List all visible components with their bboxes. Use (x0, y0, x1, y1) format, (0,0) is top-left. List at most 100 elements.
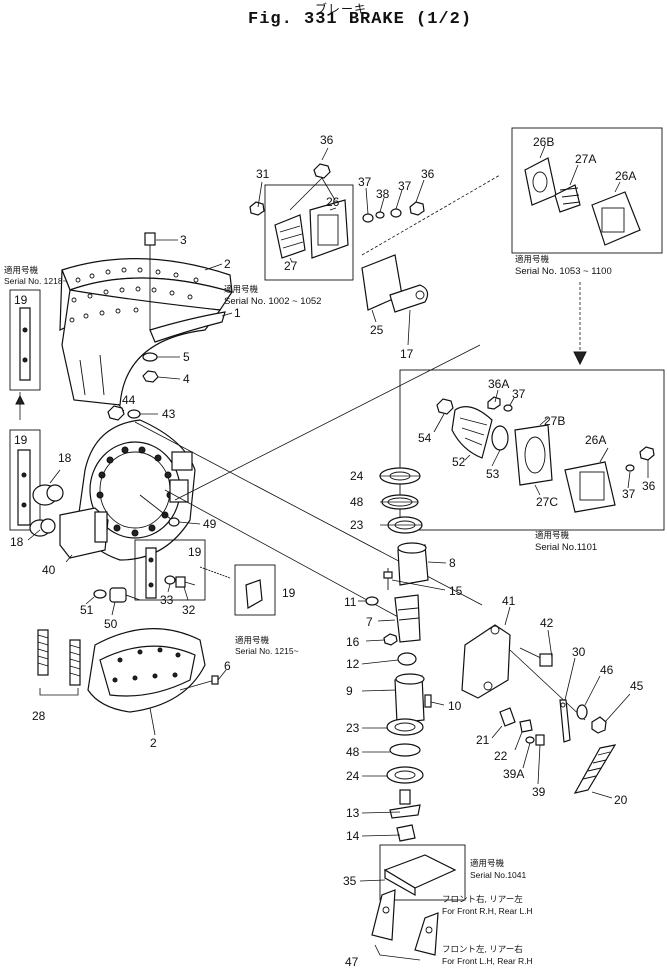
note-front-rh: For Front R.H, Rear L.H (442, 906, 533, 916)
roller-18-lower (29, 518, 56, 537)
linkage-25-17 (361, 254, 429, 313)
label-19-d: 19 (282, 586, 296, 600)
springs-28 (37, 629, 81, 696)
label-16: 16 (346, 635, 360, 649)
leader-lines (27, 145, 649, 882)
guide-line-3 (164, 489, 401, 619)
label-26A-b: 26A (585, 433, 606, 447)
label-48-b: 48 (346, 745, 360, 759)
label-26: 26 (326, 195, 340, 209)
pin-49 (139, 494, 180, 527)
label-37-a: 37 (358, 175, 372, 189)
label-7: 7 (366, 615, 373, 629)
guide-line-2 (174, 344, 481, 501)
bolt-32 (175, 576, 196, 588)
anchor-40 (59, 507, 109, 559)
note-front-rh-jp: フロント右, リアー左 (442, 894, 523, 904)
label-36-a: 36 (320, 133, 334, 147)
label-48-a: 48 (350, 495, 364, 509)
note-serial-1218-jp: 適用号機 (4, 265, 39, 275)
label-11: 11 (344, 595, 357, 609)
washer-43 (127, 409, 141, 419)
bolt-50 (109, 587, 141, 603)
label-6: 6 (224, 659, 231, 673)
brackets-47 (371, 889, 439, 961)
note-serial-1101-jp: 適用号機 (535, 530, 570, 540)
label-42: 42 (540, 616, 554, 630)
brake-shoe-lower (87, 628, 206, 713)
label-54: 54 (418, 431, 432, 445)
label-31: 31 (256, 167, 270, 181)
plate-19-upper (9, 289, 41, 420)
label-37-b: 37 (398, 179, 412, 193)
label-14: 14 (346, 829, 360, 843)
label-10: 10 (448, 699, 462, 713)
label-46: 46 (600, 663, 614, 677)
note-serial-1101: Serial No.1101 (535, 542, 597, 553)
brake-shoe-upper (59, 258, 233, 406)
adjuster-group-1101 (399, 369, 665, 531)
label-20: 20 (614, 793, 628, 807)
label-24-a: 24 (350, 469, 364, 483)
label-22: 22 (494, 749, 508, 763)
label-21: 21 (476, 733, 490, 747)
bracket-41 (461, 624, 511, 699)
label-28: 28 (32, 709, 46, 723)
washer-33 (164, 575, 176, 585)
dashed-leader-upper (361, 174, 501, 256)
nut-44 (107, 405, 125, 421)
long-bolt (199, 566, 231, 579)
label-2-upper: 2 (224, 257, 231, 271)
label-9: 9 (346, 684, 353, 698)
label-37-c: 37 (512, 387, 526, 401)
label-1: 1 (234, 306, 241, 320)
label-18-lower: 18 (10, 535, 24, 549)
note-serial-1215-jp: 適用号機 (235, 635, 270, 645)
note-serial-1041-jp: 適用号機 (470, 858, 505, 868)
label-49: 49 (203, 517, 217, 531)
label-19-b: 19 (14, 433, 28, 447)
washer-46 (576, 704, 588, 720)
label-19-a: 19 (14, 293, 28, 307)
label-39A: 39A (503, 767, 524, 781)
label-27A-a: 27A (575, 152, 596, 166)
label-23-b: 23 (346, 721, 360, 735)
label-15: 15 (449, 584, 463, 598)
label-12: 12 (346, 657, 360, 671)
label-37-d: 37 (622, 487, 636, 501)
note-serial-1215: Serial No. 1215~ (235, 646, 299, 656)
label-53: 53 (486, 467, 500, 481)
label-44: 44 (122, 393, 136, 407)
label-41: 41 (502, 594, 516, 608)
plate-35-serial-1041 (379, 844, 466, 901)
note-serial-1041: Serial No.1041 (470, 870, 527, 880)
note-serial-1218: Serial No. 1218~ (4, 276, 68, 286)
label-40: 40 (42, 563, 56, 577)
spring-20 (573, 744, 617, 794)
guide-line-4 (509, 649, 586, 721)
plate-19-serial-1215 (234, 564, 276, 616)
note-serial-1053-1100: Serial No. 1053 ~ 1100 (515, 266, 612, 277)
lever-30 (559, 699, 571, 743)
label-51: 51 (80, 603, 94, 617)
label-32: 32 (182, 603, 196, 617)
label-2-lower: 2 (150, 736, 157, 750)
label-27B: 27B (544, 414, 565, 428)
washer-51 (93, 589, 107, 599)
label-23-a: 23 (350, 518, 364, 532)
label-36A: 36A (488, 377, 509, 391)
label-5: 5 (183, 350, 190, 364)
brake-lining (149, 311, 226, 343)
note-serial-1002-jp: 適用号機 (224, 284, 259, 294)
label-38: 38 (376, 187, 390, 201)
label-26B: 26B (533, 135, 554, 149)
nut-45 (591, 716, 607, 734)
label-24-b: 24 (346, 769, 360, 783)
label-17: 17 (400, 347, 414, 361)
label-27C: 27C (536, 495, 558, 509)
label-4: 4 (183, 372, 190, 386)
label-52: 52 (452, 455, 466, 469)
label-47: 47 (345, 955, 359, 969)
label-36-b: 36 (421, 167, 435, 181)
label-8: 8 (449, 556, 456, 570)
